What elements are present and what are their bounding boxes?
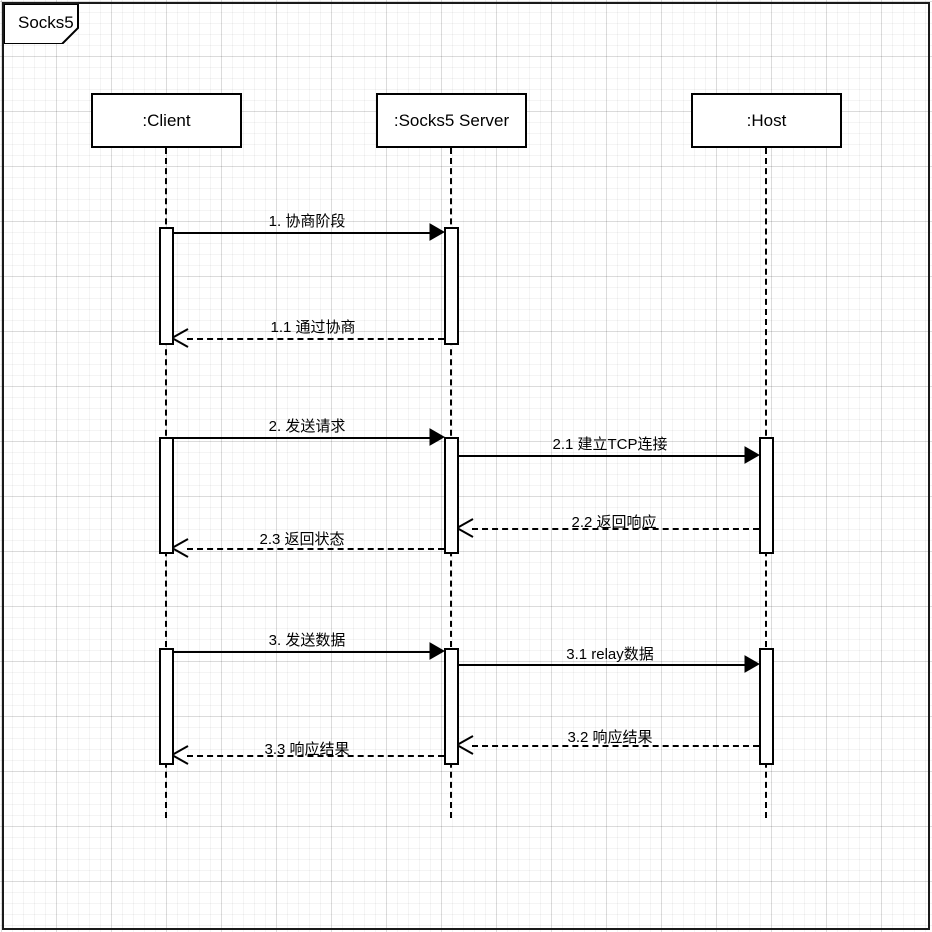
frame-tab-label: Socks5 <box>18 13 74 32</box>
frame-tab-shape <box>3 3 79 45</box>
message-line-m2_2[interactable] <box>472 528 759 530</box>
activation-bar-server[interactable] <box>444 648 459 765</box>
arrowhead-m2_1 <box>744 446 761 464</box>
arrowhead-m2_3 <box>169 538 189 558</box>
activation-bar-client[interactable] <box>159 437 174 554</box>
message-label-m3_2: 3.2 响应结果 <box>567 729 653 746</box>
arrowhead-m2_2 <box>454 518 474 538</box>
message-line-m2_1[interactable] <box>458 455 745 457</box>
activation-bar-host[interactable] <box>759 648 774 765</box>
message-line-m3_2[interactable] <box>472 745 759 747</box>
activation-bar-client[interactable] <box>159 227 174 345</box>
message-line-m3_1[interactable] <box>458 664 745 666</box>
arrowhead-m3_2 <box>454 735 474 755</box>
lifeline-label-host: :Host <box>746 110 787 130</box>
message-label-m3_3: 3.3 响应结果 <box>264 741 350 758</box>
message-line-m3[interactable] <box>173 651 430 653</box>
lifeline-head-server[interactable]: :Socks5 Server <box>376 93 527 148</box>
message-label-m1_1: 1.1 通过协商 <box>270 319 356 336</box>
message-label-m3: 3. 发送数据 <box>268 632 346 649</box>
message-label-m2: 2. 发送请求 <box>268 418 346 435</box>
arrowhead-m1 <box>429 223 446 241</box>
lifeline-label-server: :Socks5 Server <box>393 110 510 130</box>
arrowhead-m3_1 <box>744 655 761 673</box>
lifeline-head-host[interactable]: :Host <box>691 93 842 148</box>
message-line-m3_3[interactable] <box>187 755 444 757</box>
arrowhead-m3_3 <box>169 745 189 765</box>
message-line-m2[interactable] <box>173 437 430 439</box>
activation-bar-client[interactable] <box>159 648 174 765</box>
message-label-m1: 1. 协商阶段 <box>268 213 346 230</box>
message-label-m2_2: 2.2 返回响应 <box>571 514 657 531</box>
message-label-m2_1: 2.1 建立TCP连接 <box>552 436 668 453</box>
message-line-m1_1[interactable] <box>187 338 444 340</box>
activation-bar-server[interactable] <box>444 227 459 345</box>
activation-bar-server[interactable] <box>444 437 459 554</box>
message-label-m2_3: 2.3 返回状态 <box>259 531 345 548</box>
frame-tab: Socks5 <box>3 3 92 45</box>
activation-bar-host[interactable] <box>759 437 774 554</box>
message-label-m3_1: 3.1 relay数据 <box>566 646 654 663</box>
lifeline-label-client: :Client <box>142 110 191 130</box>
arrowhead-m1_1 <box>169 328 189 348</box>
message-line-m1[interactable] <box>173 232 430 234</box>
lifeline-head-client[interactable]: :Client <box>91 93 242 148</box>
arrowhead-m2 <box>429 428 446 446</box>
message-line-m2_3[interactable] <box>187 548 444 550</box>
arrowhead-m3 <box>429 642 446 660</box>
